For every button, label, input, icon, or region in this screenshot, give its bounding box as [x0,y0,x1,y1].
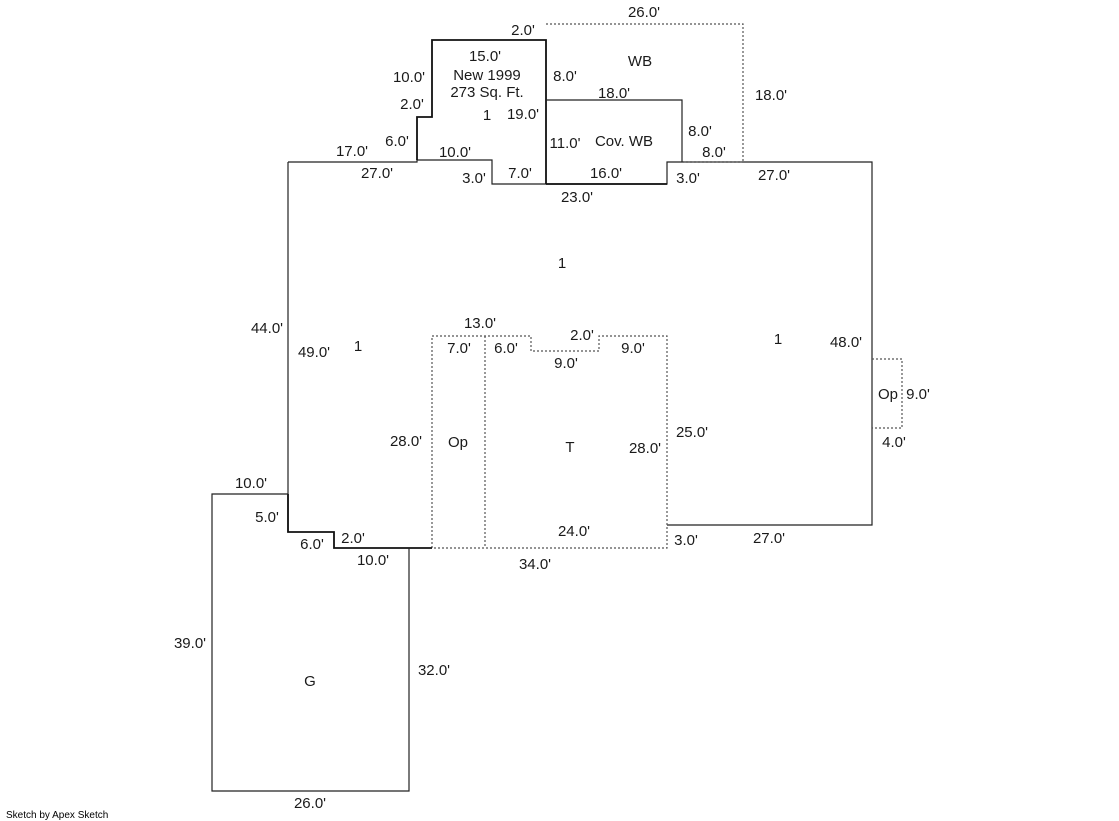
dimension-label: 39.0' [174,635,206,652]
sketch-credit: Sketch by Apex Sketch [6,810,108,821]
dimension-label: 10.0' [357,552,389,569]
dimension-label: 8.0' [688,123,712,140]
dimension-label: 32.0' [418,662,450,679]
dimension-label: 49.0' [298,344,330,361]
right-op-outline [872,358,903,429]
dimension-label: 10.0' [439,144,471,161]
dimension-label: 48.0' [830,334,862,351]
garage-outline [211,493,410,792]
dimension-label: 4.0' [882,434,906,451]
addition-area: 273 Sq. Ft. [450,84,523,101]
dimension-label: 3.0' [462,170,486,187]
covered-wb-outline [546,99,683,162]
dimension-label: 7.0' [508,165,532,182]
dimension-label: 27.0' [753,530,785,547]
dimension-label: 13.0' [464,315,496,332]
dimension-label: 18.0' [598,85,630,102]
area-label-main: 1 [558,255,566,272]
dimension-label: 27.0' [361,165,393,182]
dimension-label: 11.0' [550,135,581,152]
dimension-label: 9.0' [554,355,578,372]
area-label-addition: 1 [483,107,491,124]
dimension-label: 10.0' [393,69,425,86]
dimension-label: 24.0' [558,523,590,540]
addition-title: New 1999 [453,67,521,84]
garage-connector [287,494,432,549]
dimension-label: 6.0' [300,536,324,553]
addition-outline [416,39,547,184]
dimension-label: 2.0' [570,327,594,344]
area-label-right: 1 [774,331,782,348]
dimension-label: 19.0' [507,106,539,123]
dimension-label: 8.0' [553,68,577,85]
dimension-label: 18.0' [755,87,787,104]
dimension-label: 6.0' [494,340,518,357]
center-porch-outline [431,335,668,549]
dimension-label: 26.0' [628,4,660,21]
dimension-label: 16.0' [590,165,622,182]
dimension-label: 23.0' [561,189,593,206]
area-label-op-right: Op [878,386,898,403]
dimension-label: 34.0' [519,556,551,573]
dimension-label: 26.0' [294,795,326,812]
area-label-terrace: T [565,439,574,456]
area-label-cov-wb: Cov. WB [595,133,653,150]
dimension-label: 25.0' [676,424,708,441]
dimension-label: 8.0' [702,144,726,161]
area-label-op-center: Op [448,434,468,451]
dimension-label: 2.0' [511,22,535,39]
dimension-label: 17.0' [336,143,368,160]
dimension-label: 3.0' [676,170,700,187]
dimension-label: 28.0' [629,440,661,457]
dimension-label: 3.0' [674,532,698,549]
dimension-label: 10.0' [235,475,267,492]
area-label-wb: WB [628,53,652,70]
dimension-label: 6.0' [385,133,409,150]
area-label-left: 1 [354,338,362,355]
dimension-label: 2.0' [341,530,365,547]
dimension-label: 44.0' [251,320,283,337]
dimension-label: 27.0' [758,167,790,184]
wb-outline [546,23,744,163]
dimension-label: 28.0' [390,433,422,450]
dimension-label: 15.0' [469,48,501,65]
dimension-label: 5.0' [255,509,279,526]
dimension-label: 7.0' [447,340,471,357]
dimension-label: 9.0' [906,386,930,403]
dimension-label: 2.0' [400,96,424,113]
dimension-label: 9.0' [621,340,645,357]
area-label-garage: G [304,673,316,690]
